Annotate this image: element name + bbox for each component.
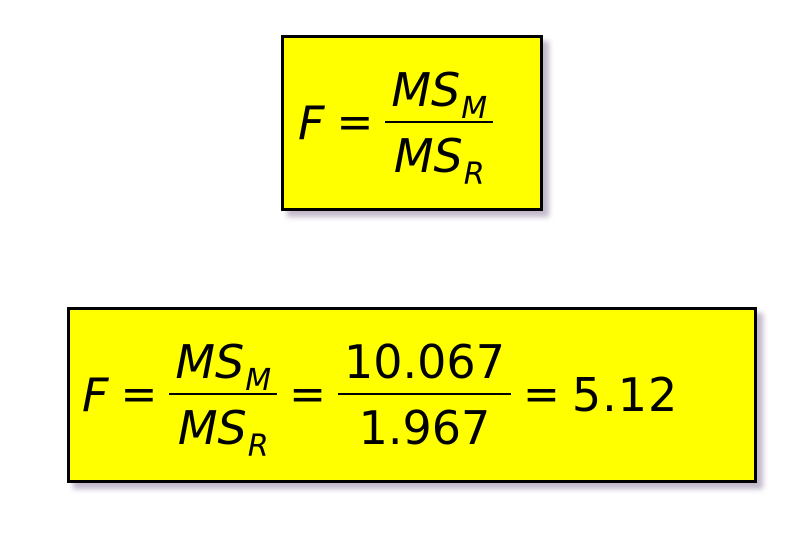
value-denominator: 1.967 bbox=[358, 401, 491, 455]
ms-residual-subscript: R bbox=[463, 157, 485, 192]
fraction-bar bbox=[338, 393, 511, 395]
ms-fraction: MSM MSR bbox=[169, 339, 278, 462]
ms-model-main: MS bbox=[391, 63, 461, 117]
ms-residual-subscript: R bbox=[247, 429, 269, 464]
ms-model-subscript: M bbox=[461, 91, 488, 126]
equals-sign: = bbox=[120, 369, 158, 420]
equals-sign: = bbox=[336, 97, 374, 148]
ms-residual-main: MS bbox=[393, 129, 463, 183]
ms-model-subscript: M bbox=[245, 363, 272, 398]
fraction-numerator: MSM bbox=[169, 339, 277, 396]
f-symbol: F bbox=[298, 96, 325, 150]
fraction-numerator: MSM bbox=[385, 67, 493, 124]
f-result-value: 5.12 bbox=[571, 368, 679, 422]
fraction-bar bbox=[385, 121, 494, 123]
ms-fraction: MSM MSR bbox=[385, 67, 494, 190]
ms-residual-main: MS bbox=[177, 401, 247, 455]
fraction-denominator: MSR bbox=[388, 123, 491, 190]
ms-model-main: MS bbox=[175, 335, 245, 389]
value-fraction: 10.067 1.967 bbox=[338, 339, 511, 451]
fraction-denominator: MSR bbox=[172, 395, 275, 462]
equals-sign: = bbox=[289, 369, 326, 420]
equals-sign: = bbox=[522, 369, 560, 420]
f-ratio-calculation-box: F = MSM MSR = 10.067 1.967 = 5.12 bbox=[67, 307, 757, 483]
f-ratio-formula-box: F = MSM MSR bbox=[281, 35, 543, 211]
f-symbol: F bbox=[82, 368, 109, 422]
fraction-bar bbox=[169, 393, 278, 395]
value-numerator: 10.067 bbox=[344, 335, 505, 389]
